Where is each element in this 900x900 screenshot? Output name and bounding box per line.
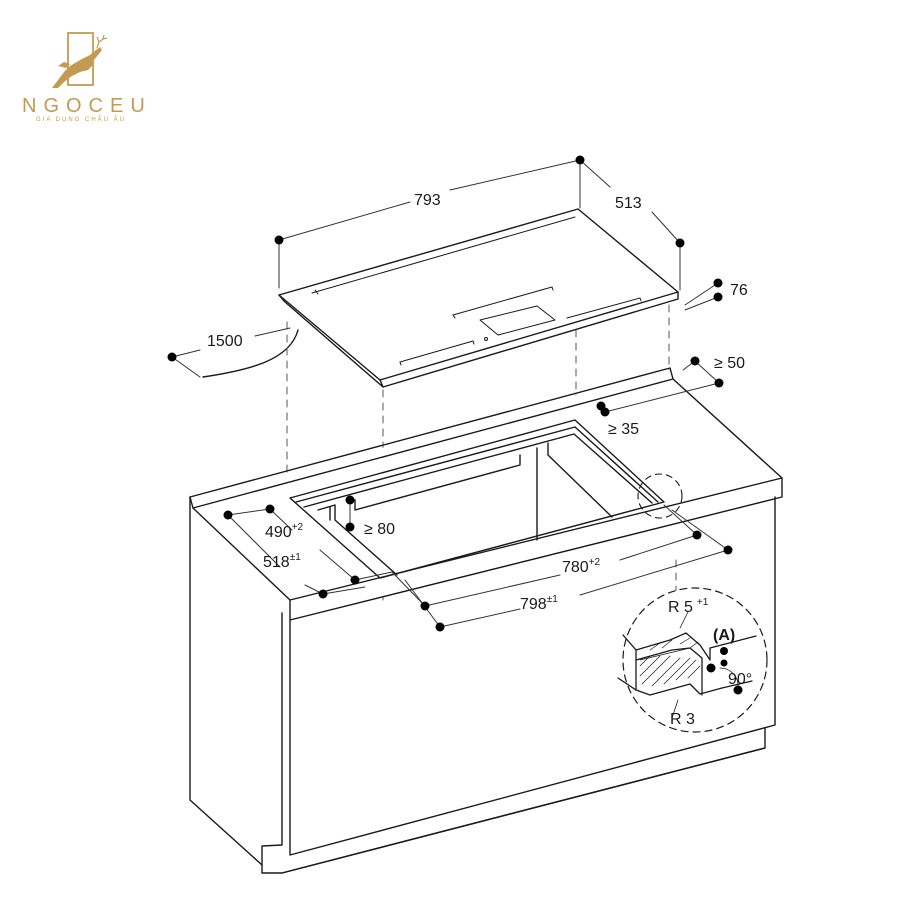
- detail-callout: [622, 587, 768, 733]
- dim-depth-label: 513: [615, 195, 642, 212]
- dimension-lines: [171, 159, 729, 628]
- detail-angle-label: 90°: [728, 671, 752, 688]
- brand-name: NGOCEU: [22, 95, 152, 117]
- dim-recess-width-label: 798±1: [520, 594, 558, 613]
- cabinet: [189, 496, 776, 874]
- brand-tagline: GIA DỤNG CHÂU ÂU: [36, 117, 127, 123]
- dim-cutout-depth-label: 490+2: [265, 522, 304, 541]
- brand-logo: NGOCEU GIA DỤNG CHÂU ÂU: [0, 0, 170, 130]
- dim-cable-label: 1500: [207, 333, 243, 350]
- dimension-labels: 793 513 76 1500 ≥ 50 ≥ 35 ≥ 80 490+2 518…: [207, 192, 752, 728]
- edge-detail: [617, 611, 757, 719]
- dim-side-clearance-label: ≥ 80: [364, 521, 395, 538]
- worktop-cutout: [289, 419, 665, 579]
- detail-radius-bottom-label: R 3: [670, 711, 695, 728]
- detail-a-label: (A): [713, 627, 735, 644]
- detail-radius-top-label: R 5+1: [668, 597, 709, 616]
- worktop: [189, 367, 783, 621]
- cooktop: [278, 208, 679, 388]
- dim-recess-depth-label: 518±1: [263, 552, 301, 571]
- dim-rear-clearance-label: ≥ 50: [714, 355, 745, 372]
- dim-back-edge-label: ≥ 35: [608, 421, 639, 438]
- dim-height-label: 76: [730, 282, 748, 299]
- dim-width-label: 793: [414, 192, 441, 209]
- detail-marker: [637, 473, 683, 519]
- dim-cutout-width-label: 780+2: [562, 557, 601, 576]
- power-cable: [202, 329, 299, 378]
- deer-logo-icon: [52, 32, 108, 88]
- dimension-markers: [167, 155, 733, 632]
